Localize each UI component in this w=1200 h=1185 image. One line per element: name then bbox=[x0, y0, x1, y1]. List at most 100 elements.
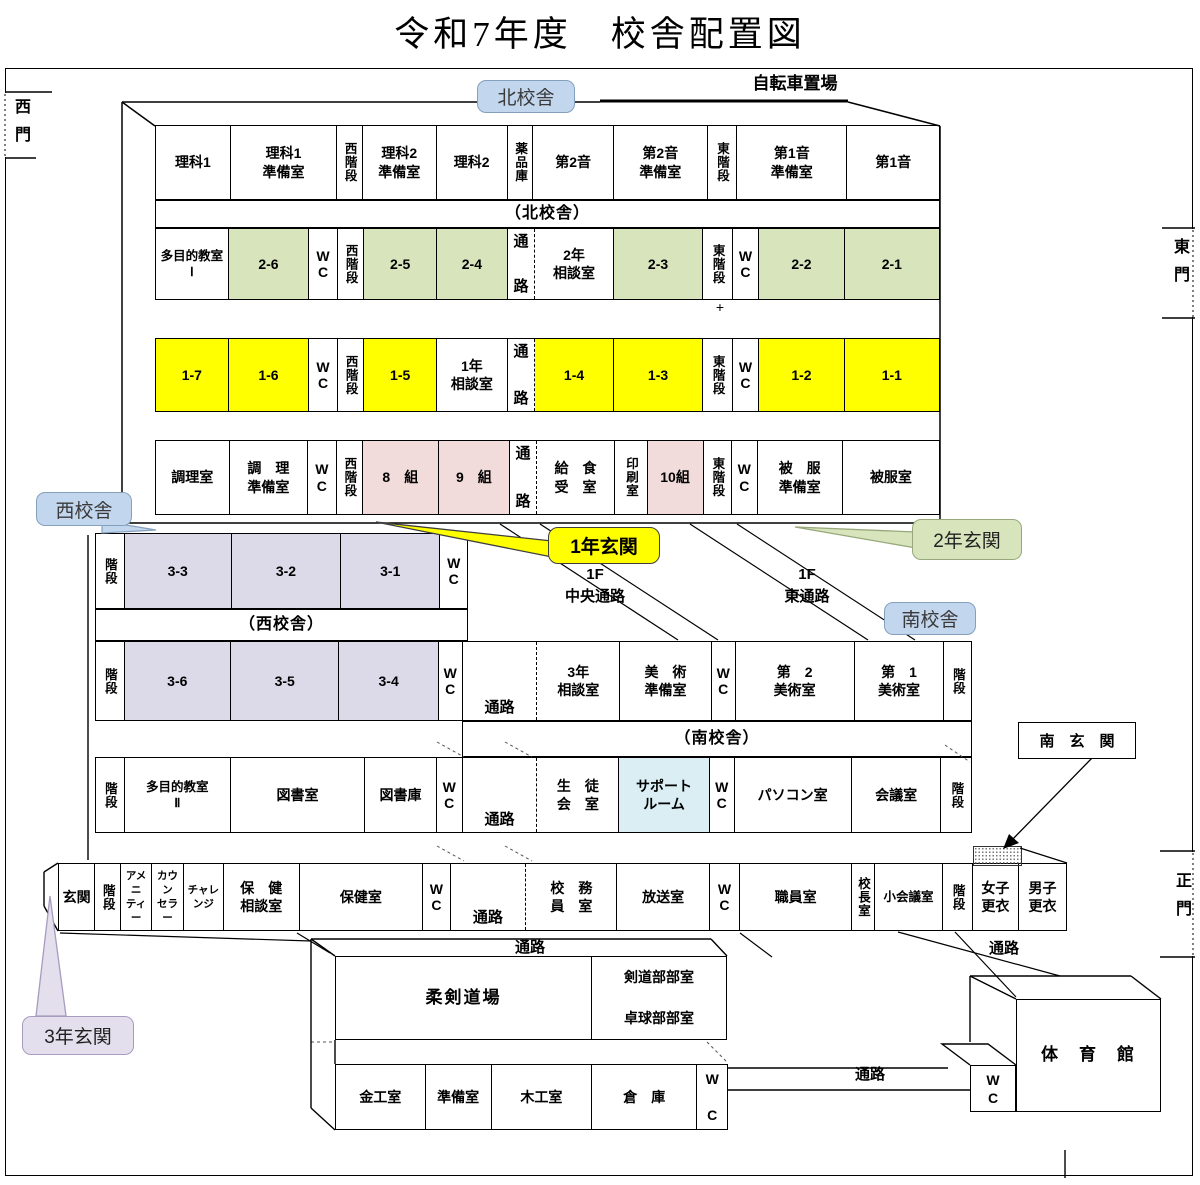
room-cell: 第1音準備室 bbox=[737, 126, 848, 199]
site-boundary bbox=[5, 68, 1193, 1176]
callout-south-entrance: 南 玄 関 bbox=[1018, 722, 1136, 759]
cell-line: 校 務 bbox=[550, 879, 593, 896]
room-cell: 薬品庫 bbox=[507, 126, 534, 199]
callout-label: 2年玄関 bbox=[933, 531, 1001, 552]
room-cell: 理科1 bbox=[156, 126, 231, 199]
cell-line: ルーム bbox=[643, 796, 685, 812]
stairs-cell: 西階段 bbox=[337, 126, 363, 199]
room-cell: 校 務員 室 bbox=[526, 864, 618, 930]
room-cell: 被 服準備室 bbox=[757, 441, 843, 514]
cell-line: 卓球部部室 bbox=[624, 1010, 695, 1027]
cell-line: 美 術 bbox=[644, 663, 687, 680]
page-title: 令和7年度 校舎配置図 bbox=[394, 15, 806, 54]
cell-line: W bbox=[447, 554, 461, 571]
room-cell: 8 組 bbox=[363, 441, 439, 514]
cell-line: W bbox=[986, 1072, 1000, 1088]
cell-line: 準備室 bbox=[778, 478, 821, 495]
room-cell: 第2音準備室 bbox=[614, 126, 708, 199]
room-cell: 男子更衣 bbox=[1018, 864, 1066, 930]
callout-west-building: 西校舎 bbox=[36, 492, 132, 526]
room-cell: 3年相談室 bbox=[537, 642, 621, 720]
classroom-2-5: 2-5 bbox=[364, 229, 437, 299]
cell-line: C bbox=[707, 1106, 718, 1123]
room-cell: 会議室 bbox=[851, 758, 942, 832]
cell-line: 第 1 bbox=[881, 663, 917, 680]
cell-line: C bbox=[316, 477, 327, 494]
room-cell: 1年相談室 bbox=[437, 339, 508, 411]
cell-line: 準備室 bbox=[644, 682, 687, 698]
stairs-cell: 東階段 bbox=[703, 229, 733, 299]
cell-line: Ⅱ bbox=[174, 796, 181, 810]
corridor-cell: 通路 bbox=[462, 642, 538, 720]
cell-line: W bbox=[443, 664, 457, 681]
south-entrance-porch-hatch bbox=[973, 846, 1022, 866]
room-cell: 被服室 bbox=[842, 441, 939, 514]
corridor-east-1f-label: 1F 東通路 bbox=[752, 564, 862, 608]
stairs-cell: 階段 bbox=[95, 864, 121, 930]
corridor-cell: 通路 bbox=[450, 864, 527, 930]
cell-line: 更衣 bbox=[981, 898, 1010, 914]
cell-line: 路 bbox=[513, 389, 529, 407]
cell-line: 被 服 bbox=[778, 460, 821, 477]
corridor-label-gym: 通路 bbox=[854, 1066, 885, 1083]
classroom-3-4: 3-4 bbox=[339, 642, 439, 720]
cell-line: 通 bbox=[513, 233, 529, 250]
classroom-1-6: 1-6 bbox=[228, 339, 310, 411]
stairs-cell: 階段 bbox=[96, 534, 125, 608]
callout-year1-entrance: 1年玄関 bbox=[548, 527, 660, 564]
label-line: 東通路 bbox=[784, 587, 830, 605]
cell-line: W bbox=[315, 461, 329, 478]
cell-line: 準備室 bbox=[770, 163, 813, 180]
stairs-cell: 東階段 bbox=[707, 126, 738, 199]
cell-line: 調 理 bbox=[247, 460, 290, 477]
cell-line: 男子 bbox=[1028, 879, 1057, 896]
cell-line: 理科1 bbox=[265, 145, 302, 162]
classroom-1-3: 1-3 bbox=[613, 339, 704, 411]
cell-line: ティー bbox=[125, 898, 147, 925]
callout-north-building: 北校舎 bbox=[477, 80, 575, 113]
room-cell: 放送室 bbox=[617, 864, 710, 930]
cell-line: Ⅰ bbox=[190, 265, 194, 279]
budokan-upper-row: 柔剣道場剣道部部室卓球部部室 bbox=[335, 956, 727, 1040]
cell-line: 給 食 bbox=[554, 460, 597, 477]
cell-line: 多目的教室 bbox=[160, 248, 224, 263]
cell-line: 受 室 bbox=[554, 478, 597, 495]
classroom-1-2: 1-2 bbox=[759, 339, 845, 411]
cell-line: 剣道部部室 bbox=[624, 969, 695, 986]
room-cell: 剣道部部室卓球部部室 bbox=[592, 957, 726, 1039]
room-cell: サポートルーム bbox=[619, 758, 710, 832]
room-cell: 小会議室 bbox=[874, 864, 944, 930]
cell-line: 第2音 bbox=[642, 145, 679, 162]
building-band-label: （南校舎） bbox=[463, 722, 971, 756]
south-band: （南校舎） bbox=[462, 721, 972, 757]
cell-line: C bbox=[444, 795, 455, 811]
cell-line: 更衣 bbox=[1028, 898, 1057, 914]
cell-line: 第1音 bbox=[773, 145, 810, 162]
room-cell: 校長室 bbox=[852, 864, 875, 930]
stairs-cell: 西階段 bbox=[336, 441, 364, 514]
cell-line: セラー bbox=[156, 898, 178, 925]
classroom-3-1: 3-1 bbox=[341, 534, 441, 608]
callout-year3-entrance: 3年玄関 bbox=[22, 1016, 134, 1055]
cell-line: W bbox=[316, 247, 330, 264]
classroom-2-3: 2-3 bbox=[613, 229, 704, 299]
room-cell: 倉 庫 bbox=[592, 1065, 698, 1129]
classroom-2-1: 2-1 bbox=[844, 229, 939, 299]
cell-line: 相談室 bbox=[553, 265, 596, 281]
cell-line: W bbox=[429, 880, 443, 897]
cell-line: C bbox=[987, 1090, 999, 1107]
corridor-center-1f-label: 1F 中央通路 bbox=[540, 564, 650, 608]
cell-line: アメニ bbox=[125, 869, 147, 896]
room-cell: 生 徒会 室 bbox=[537, 758, 620, 832]
stairs-cell: 東階段 bbox=[703, 339, 733, 411]
